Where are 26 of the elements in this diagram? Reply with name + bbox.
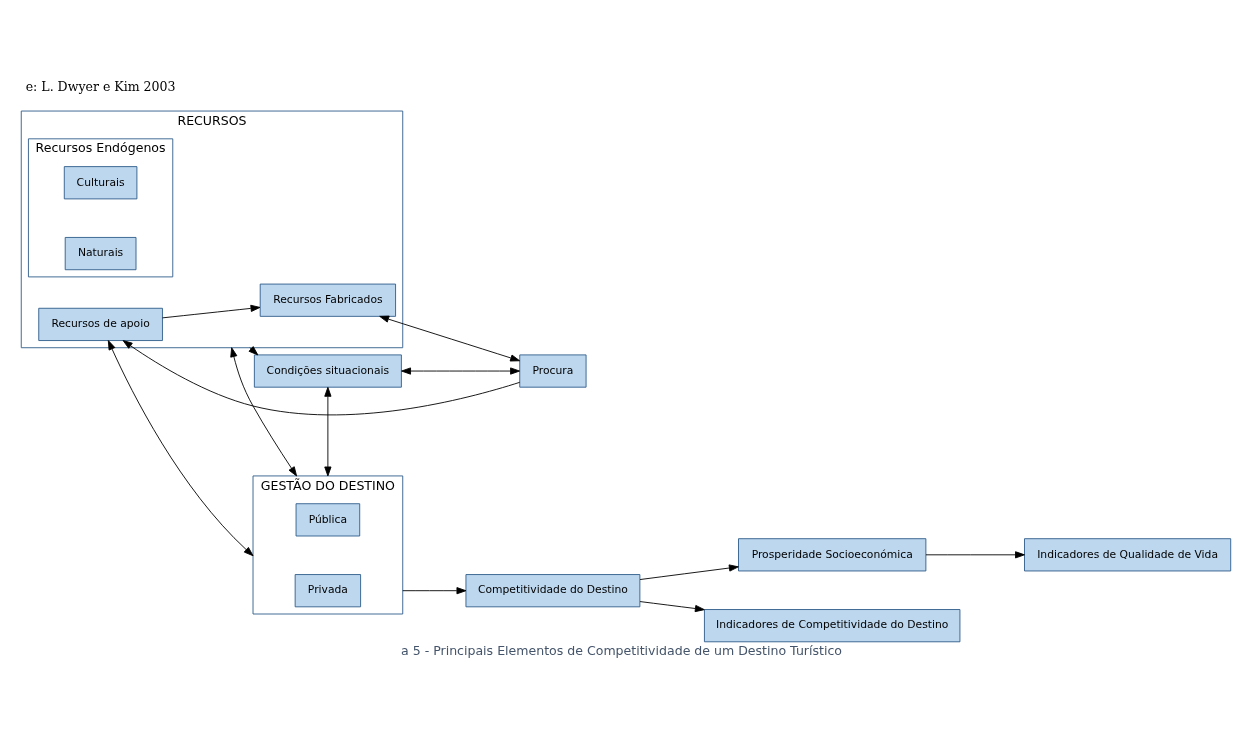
arrow bbox=[402, 586, 467, 594]
node-box: Prosperidade Socioeconómica bbox=[738, 537, 927, 571]
arrow bbox=[401, 366, 520, 375]
node-box: Recursos Fabricados bbox=[259, 283, 396, 317]
arrow bbox=[324, 386, 332, 476]
node-box: Procura bbox=[519, 353, 587, 388]
arrow bbox=[639, 563, 739, 580]
node-box: Competitividade do Destino bbox=[465, 573, 641, 607]
node-box: Pública bbox=[295, 502, 361, 536]
label: e: L. Dwyer e Kim 2003 bbox=[25, 78, 176, 94]
arrow bbox=[248, 345, 259, 355]
node-box: Condições situacionais bbox=[253, 353, 402, 388]
arrow bbox=[230, 346, 298, 476]
node-box: Privada bbox=[294, 573, 362, 607]
arrow bbox=[107, 339, 254, 556]
arrow bbox=[925, 550, 1025, 558]
node-box: Culturais bbox=[63, 165, 138, 199]
node-box: Recursos de apoio bbox=[38, 307, 163, 341]
arrow bbox=[379, 315, 521, 361]
arrow bbox=[162, 304, 261, 318]
caption: a 5 - Principais Elementos de Competitividade de um Destino Turístico bbox=[400, 642, 843, 658]
node-box: Indicadores de Qualidade de Vida bbox=[1024, 537, 1232, 571]
node-box: Indicadores de Competitividade do Destino bbox=[703, 608, 961, 642]
arrow bbox=[639, 600, 705, 612]
node-box: Naturais bbox=[64, 236, 137, 270]
arrow bbox=[122, 339, 521, 415]
